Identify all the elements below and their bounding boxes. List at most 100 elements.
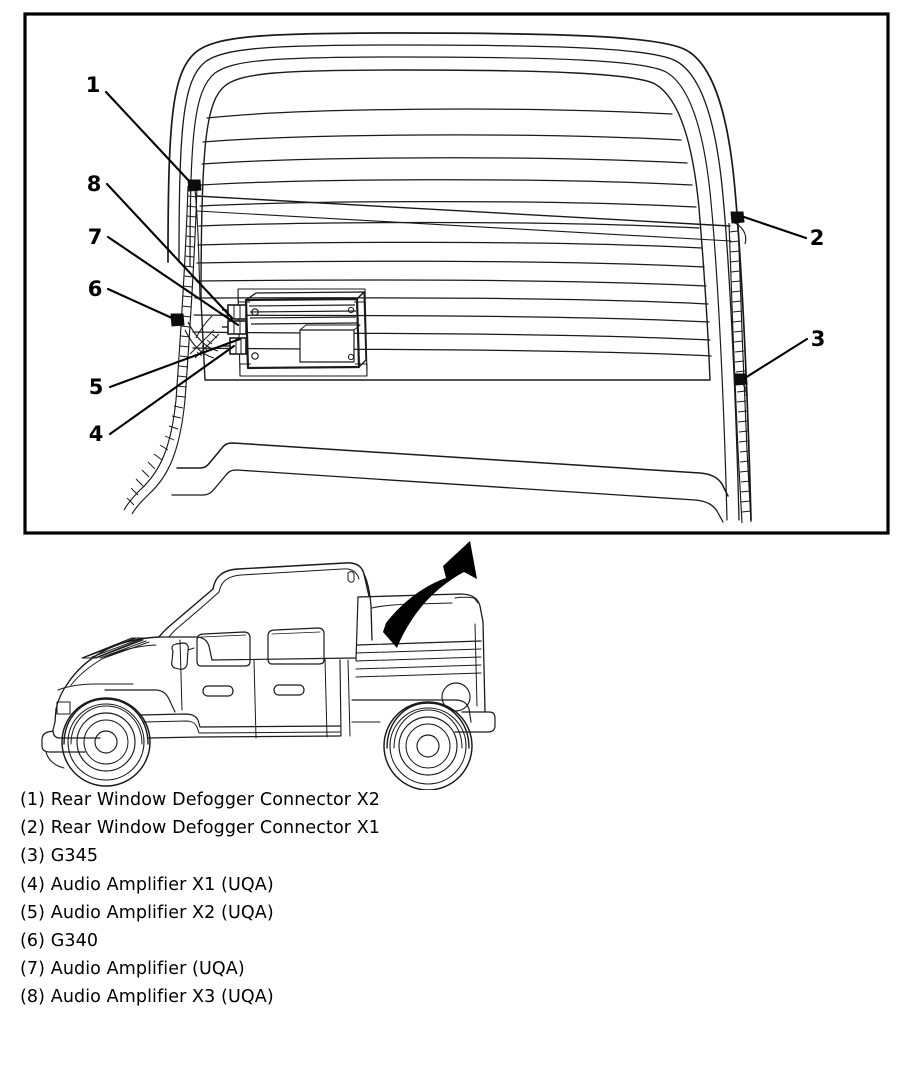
rear-window-assembly xyxy=(167,32,752,523)
defogger-grid-line xyxy=(206,108,673,119)
amplifier-screw-right-bottom xyxy=(347,353,355,361)
vehicle-rear-wheel xyxy=(383,701,473,790)
connector-markers xyxy=(170,179,748,386)
vehicle-fuel-door xyxy=(441,682,471,712)
window-lower-edge-1 xyxy=(195,195,731,227)
front-tire-inner xyxy=(67,703,145,781)
harness-right-edge-b xyxy=(728,222,743,524)
vehicle-bed-front-wall xyxy=(355,596,359,661)
vehicle-body-lower-1 xyxy=(139,713,341,728)
vehicle-cab-rear-wall-2 xyxy=(347,659,351,737)
vehicle-windshield-inner xyxy=(168,591,220,638)
vehicle-bed-side-panel xyxy=(356,640,482,646)
vehicle-headlamp xyxy=(56,701,71,715)
vehicle-rear-bumper xyxy=(454,711,496,733)
vehicle-front-wheel-arch-2 xyxy=(70,705,143,745)
rear-panel-shelf-upper xyxy=(176,442,729,497)
rear-tire-inner xyxy=(389,707,467,785)
vehicle-roof-inner xyxy=(218,568,360,593)
callout-number-6: 6 xyxy=(88,277,103,301)
defogger-grid-line xyxy=(200,179,693,186)
harness-braid-ticks-right xyxy=(728,230,752,513)
harness-left-edge-a xyxy=(123,185,189,511)
vehicle-front-wheel xyxy=(61,697,151,787)
rear-window-indicator-arrow xyxy=(383,541,477,648)
leader-line-2 xyxy=(742,215,808,240)
vehicle-tailgate-edge xyxy=(482,621,486,713)
defogger-grid-line xyxy=(197,241,703,249)
vehicle-beltline xyxy=(211,657,356,661)
vehicle-rear-wheel-arch xyxy=(386,702,470,749)
rear-wheel-hub xyxy=(416,734,440,758)
leader-line-8 xyxy=(105,182,234,320)
rear-tire-outer xyxy=(383,701,473,790)
callout-number-1: 1 xyxy=(86,73,101,97)
amplifier-heatsink-fins xyxy=(248,304,358,325)
defogger-grid-line xyxy=(194,297,709,305)
vehicle-grille-box xyxy=(57,683,134,691)
vehicle-body-lower-2 xyxy=(142,720,341,734)
rear-wheel-rim xyxy=(398,716,458,776)
window-lower-edge-2 xyxy=(196,210,732,242)
vehicle-bed-side-panel-3 xyxy=(355,656,482,662)
hood-vent-louvers xyxy=(81,637,150,659)
callout-number-4: 4 xyxy=(89,422,104,446)
front-tire-outer xyxy=(61,697,151,787)
amplifier-label-plate-edge xyxy=(299,324,361,331)
vehicle-cowl-line xyxy=(158,636,213,661)
leader-line-1 xyxy=(104,90,192,184)
right-wiring-harness xyxy=(728,221,752,524)
vehicle-rear-door-handle xyxy=(273,684,305,696)
vehicle-rear-door-window xyxy=(267,627,325,665)
front-wheel-rim-2 xyxy=(83,719,129,765)
amplifier-screw-top xyxy=(251,308,259,316)
vehicle-door-front-edge xyxy=(179,639,183,711)
leader-line-3 xyxy=(743,337,809,380)
vehicle-front-door-window xyxy=(196,631,251,667)
harness-branch-to-amp-b xyxy=(187,321,219,352)
legend-item: (2) Rear Window Defogger Connector X1 xyxy=(20,818,381,839)
callout-number-2: 2 xyxy=(810,226,825,250)
vehicle-roof-rear-drop xyxy=(363,573,373,641)
harness-right-edge-a xyxy=(737,221,752,523)
arrow-shape xyxy=(383,541,477,648)
vehicle-bed-side-panel-2 xyxy=(355,648,482,654)
vehicle-front-bumper-lower xyxy=(41,730,86,753)
rear-panel-shelf-lower xyxy=(171,469,724,523)
vehicle-rear-wheel-arch-2 xyxy=(393,709,463,749)
amplifier-screw-right-top xyxy=(347,306,355,314)
vehicle-side-profile xyxy=(41,562,496,790)
amplifier-screw-bottom xyxy=(251,352,259,360)
front-wheel-hub xyxy=(94,730,118,754)
leader-line-7 xyxy=(106,235,240,327)
vehicle-bed-side-panel-4 xyxy=(355,664,482,670)
amplifier-connectors xyxy=(222,304,247,355)
vehicle-window-trim-rear xyxy=(271,631,321,635)
vehicle-roof-outer xyxy=(212,562,370,597)
vehicle-bed-side-panel-5 xyxy=(355,672,482,678)
leader-line-6 xyxy=(106,287,174,320)
window-glass-outline xyxy=(200,69,711,381)
defogger-grid-line xyxy=(202,134,682,143)
vehicle-roof-antenna xyxy=(347,571,355,583)
window-moulding-inner-1 xyxy=(178,44,740,521)
amplifier-right-face xyxy=(356,291,367,368)
connector-marker-2 xyxy=(730,211,745,224)
vehicle-hood-top xyxy=(67,636,160,684)
rear-wheel-rim-2 xyxy=(405,723,451,769)
vehicle-a-pillar xyxy=(158,588,214,638)
defogger-bus-bar-left xyxy=(194,189,201,301)
leader-line-4 xyxy=(108,344,236,436)
amplifier-connector-x3 xyxy=(227,304,247,320)
connector-marker-6 xyxy=(170,313,185,327)
leader-line-5 xyxy=(108,337,242,389)
legend-item: (4) Audio Amplifier X1 (UQA) xyxy=(20,874,274,895)
callout-number-8: 8 xyxy=(87,172,102,196)
legend-item: (8) Audio Amplifier X3 (UQA) xyxy=(20,987,274,1008)
defogger-grid-line xyxy=(196,260,705,268)
vehicle-front-wheel-arch xyxy=(63,698,149,745)
window-outer-moulding xyxy=(167,32,752,521)
amplifier-connector-x2 xyxy=(227,320,247,335)
vehicle-bed-top-rail xyxy=(357,593,484,623)
vehicle-front-bumper-upper xyxy=(52,721,101,739)
